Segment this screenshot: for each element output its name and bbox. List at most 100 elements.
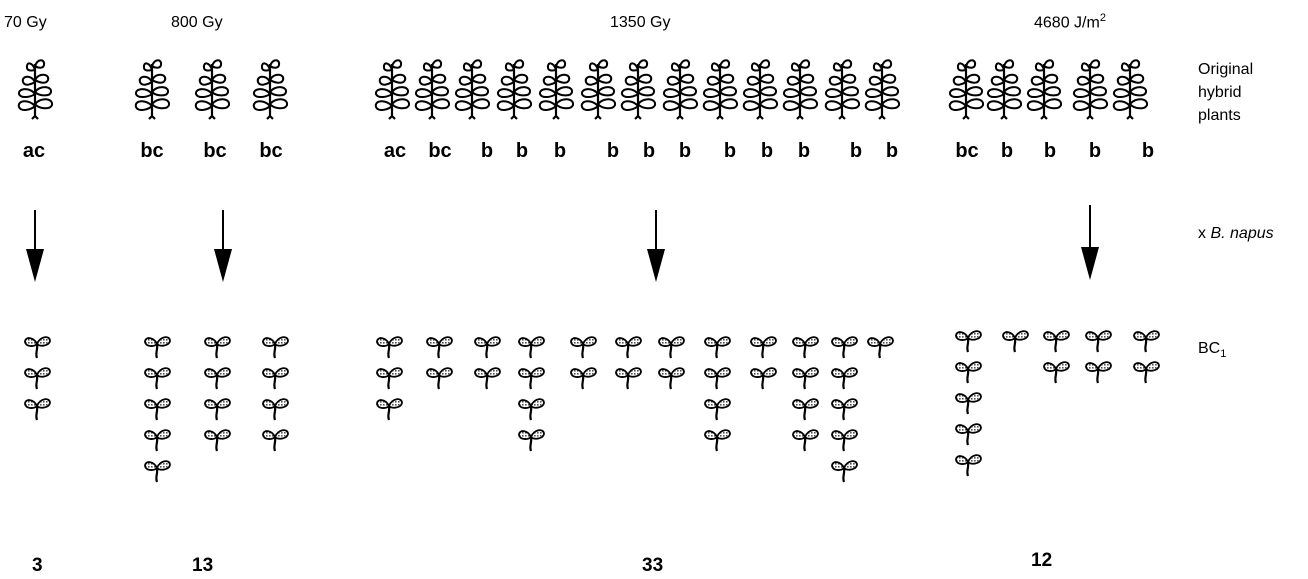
plant-genotype-label: b: [554, 140, 566, 163]
bc1-seedling-icon: [832, 399, 857, 420]
plant-genotype-label: bc: [203, 140, 226, 163]
plant-genotype-label: b: [679, 140, 691, 163]
plant-genotype-label: b: [1001, 140, 1013, 163]
bc1-seedling-icon: [793, 430, 818, 451]
plant-genotype-label: b: [516, 140, 528, 163]
bc1-seedling-icon: [956, 424, 981, 445]
hybrid-plant-icon: [254, 60, 287, 119]
bc1-seedling-icon: [25, 368, 50, 389]
bc1-seedling-icon: [263, 399, 288, 420]
bc1-seedling-icon: [475, 368, 500, 389]
dose-label-70gy: 70 Gy: [4, 14, 47, 32]
plant-genotype-label: ac: [384, 140, 406, 163]
bc1-seedling-icon: [25, 337, 50, 358]
bc1-seedling-icon: [145, 430, 170, 451]
bc1-label: BC1: [1198, 337, 1226, 366]
hybrid-plant-icon: [582, 60, 615, 119]
bc1-seedling-icon: [751, 337, 776, 358]
plant-genotype-label: b: [850, 140, 862, 163]
bc1-seedling-icon: [868, 337, 893, 358]
hybrid-plant-icon: [704, 60, 737, 119]
bc1-seedling-icon: [427, 337, 452, 358]
bc1-seedling-icon: [705, 337, 730, 358]
bc1-seedling-icon: [659, 337, 684, 358]
total-count-800gy: 13: [192, 555, 213, 577]
bc1-seedling-icon: [1086, 331, 1111, 352]
plant-genotype-label: b: [1089, 140, 1101, 163]
arrowhead-icon: [1081, 247, 1099, 280]
bc1-seedling-icon: [616, 368, 641, 389]
bc1-seedling-icon: [571, 337, 596, 358]
plant-genotype-label: b: [724, 140, 736, 163]
hybrid-plant-icon: [664, 60, 697, 119]
bc1-seedling-icon: [263, 368, 288, 389]
total-count-1350gy: 33: [642, 555, 663, 577]
plant-genotype-label: b: [607, 140, 619, 163]
plant-genotype-label: bc: [259, 140, 282, 163]
bc1-seedling-icon: [956, 455, 981, 476]
bc1-seedling-icon: [956, 331, 981, 352]
bc1-seedling-icon: [793, 399, 818, 420]
bc1-seedling-icon: [263, 337, 288, 358]
bc1-seedling-icon: [1134, 362, 1159, 383]
hybrid-plant-icon: [744, 60, 777, 119]
plant-genotype-label: b: [798, 140, 810, 163]
bc1-seedling-icon: [519, 399, 544, 420]
bc1-seedling-icon: [519, 337, 544, 358]
dose-label-800gy: 800 Gy: [171, 14, 223, 32]
plant-genotype-label: bc: [428, 140, 451, 163]
original-hybrid-plants-label: Original hybrid plants: [1198, 58, 1253, 127]
bc1-seedling-icon: [616, 337, 641, 358]
plant-genotype-label: bc: [955, 140, 978, 163]
backcross-label: x B. napus: [1198, 222, 1274, 245]
hybrid-plant-icon: [196, 60, 229, 119]
bc1-seedling-icon: [263, 430, 288, 451]
bc1-seedling-icon: [832, 368, 857, 389]
bc1-seedling-icon: [1086, 362, 1111, 383]
bc1-seedling-icon: [475, 337, 500, 358]
plant-genotype-label: bc: [140, 140, 163, 163]
bc1-seedling-icon: [519, 430, 544, 451]
bc1-seedling-icon: [956, 393, 981, 414]
plant-genotype-label: ac: [23, 140, 45, 163]
bc1-seedling-icon: [832, 337, 857, 358]
hybrid-plant-icon: [416, 60, 449, 119]
bc1-seedling-icon: [956, 362, 981, 383]
hybrid-plant-icon: [19, 60, 52, 119]
bc1-seedling-icon: [145, 337, 170, 358]
hybrid-plant-icon: [1074, 60, 1107, 119]
bc1-seedling-icon: [1044, 331, 1069, 352]
bc1-seedling-icon: [427, 368, 452, 389]
plant-genotype-label: b: [1044, 140, 1056, 163]
total-count-4680jm2: 12: [1031, 550, 1052, 572]
hybrid-plant-icon: [826, 60, 859, 119]
hybrid-plant-icon: [376, 60, 409, 119]
bc1-seedling-icon: [145, 461, 170, 482]
hybrid-plant-icon: [866, 60, 899, 119]
bc1-seedling-icon: [377, 337, 402, 358]
plant-genotype-label: b: [643, 140, 655, 163]
bc1-seedling-icon: [1044, 362, 1069, 383]
plant-genotype-label: b: [481, 140, 493, 163]
bc1-seedling-icon: [832, 461, 857, 482]
bc1-seedling-icon: [751, 368, 776, 389]
total-count-70gy: 3: [32, 555, 43, 577]
hybrid-plant-icon: [988, 60, 1021, 119]
hybrid-plant-icon: [540, 60, 573, 119]
bc1-seedling-icon: [25, 399, 50, 420]
plant-genotype-label: b: [761, 140, 773, 163]
bc1-seedling-icon: [1134, 331, 1159, 352]
hybrid-plant-icon: [136, 60, 169, 119]
bc1-seedling-icon: [832, 430, 857, 451]
bc1-seedling-icon: [705, 430, 730, 451]
arrowhead-icon: [214, 249, 232, 282]
hybrid-plant-icon: [1114, 60, 1147, 119]
bc1-seedling-icon: [205, 399, 230, 420]
bc1-seedling-icon: [659, 368, 684, 389]
arrowhead-icon: [647, 249, 665, 282]
bc1-seedling-icon: [519, 368, 544, 389]
bc1-seedling-icon: [705, 368, 730, 389]
hybrid-plant-icon: [950, 60, 983, 119]
